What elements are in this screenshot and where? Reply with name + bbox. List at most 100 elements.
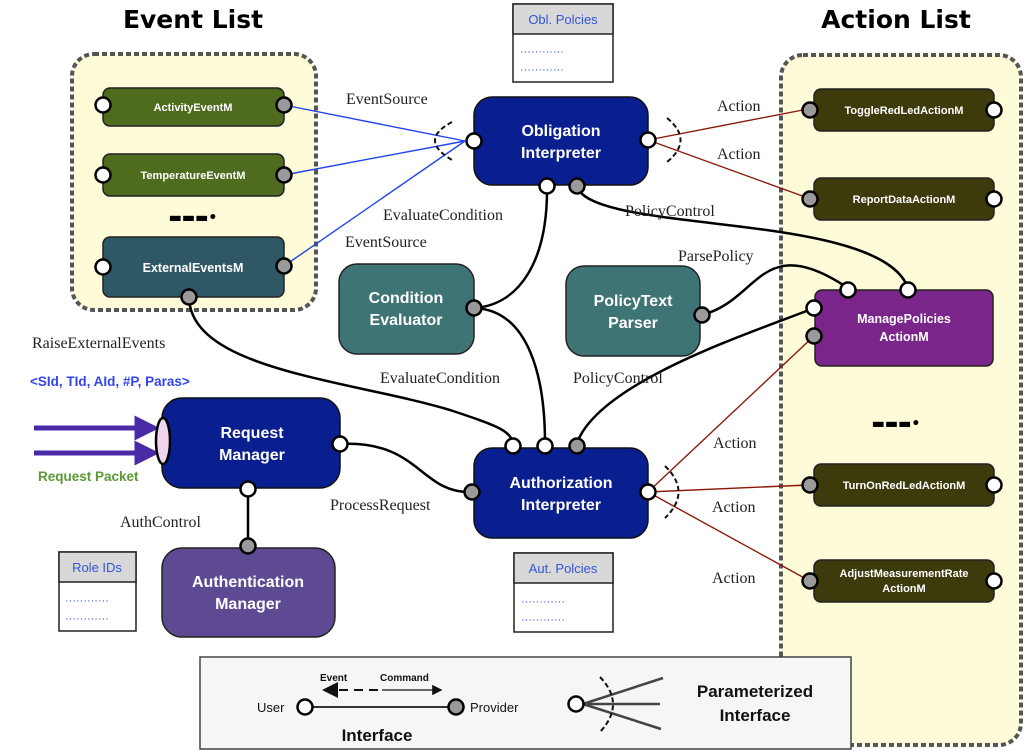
evaluate-condition-port [538,177,556,195]
legend-command-label: Command [380,673,429,684]
label-auth-control: AuthControl [120,514,201,531]
legend-user-label: User [257,700,285,715]
label-policy-control-bottom: PolicyControl [573,370,663,387]
table-row: ············ [521,614,565,626]
legend: Event Command User Provider Interface Pa… [199,656,852,750]
event-module-external[interactable]: ExternalEventsM [94,236,293,306]
table-row: ············ [65,595,109,607]
aut-policies-table: Aut. Polcies ············ ············ [513,552,614,633]
provider-port [805,327,823,345]
action-list-ellipsis: ▬▬▬• [872,416,921,432]
request-packet-format: <SId, TId, AId, #P, Paras> [30,374,190,389]
label-policy-control-top: PolicyControl [625,203,715,220]
event-source-port [465,132,483,150]
action-module-label-line1: ManagePolicies [857,312,951,326]
event-module-label: ExternalEventsM [143,261,244,275]
provider-port [801,101,819,119]
component-label-line2: Evaluator [370,312,443,329]
action-port [639,131,657,149]
action-module-label-line1: AdjustMeasurementRate [840,568,969,580]
parse-policy-port [693,306,711,324]
action-module-toggle-red-led[interactable]: ToggleRedLedActionM [801,88,1003,132]
component-label-line2: Interpreter [521,497,601,514]
provider-port [275,166,293,184]
evaluate-condition-port [536,437,554,455]
legend-parameterized-line1: Parameterized [697,682,813,701]
event-list-title: Event List [123,5,263,34]
event-module-activity[interactable]: ActivityEventM [94,87,293,127]
component-label-line2: Parser [608,315,658,332]
label-action-2: Action [717,146,761,163]
raise-external-events-port [504,437,522,455]
component-label-line1: Authorization [509,475,612,492]
action-port [639,483,657,501]
label-process-request: ProcessRequest [330,497,431,514]
label-parse-policy: ParsePolicy [678,248,754,265]
obligation-in-param-arc [434,121,453,161]
action-module-label: ToggleRedLedActionM [845,105,964,117]
action-module-label: ReportDataActionM [853,194,956,206]
legend-user-port [296,698,314,716]
legend-parameterized-line2: Interface [720,706,791,725]
authorization-interpreter[interactable]: Authorization Interpreter [463,437,657,539]
authentication-manager[interactable]: Authentication Manager [161,537,336,638]
table-row: ············ [520,46,564,58]
label-action-1: Action [717,98,761,115]
action-module-report-data[interactable]: ReportDataActionM [801,177,1003,221]
table-header: Aut. Polcies [529,561,598,576]
provider-port [275,257,293,275]
raise-external-events-port [180,288,198,306]
auth-control-port [239,537,257,555]
user-port [985,476,1003,494]
table-row: ············ [65,613,109,625]
auth-control-port [239,480,257,498]
table-row: ············ [520,64,564,76]
provider-port [801,190,819,208]
component-label-line1: Authentication [192,574,304,591]
label-evaluate-condition-bottom: EvaluateCondition [380,370,500,387]
label-evaluate-condition-top: EvaluateCondition [383,207,503,224]
table-header: Role IDs [72,560,122,575]
obligation-out-param-arc [666,117,682,163]
action-list-container [779,53,1023,747]
action-list-title: Action List [821,5,971,34]
condition-evaluator[interactable]: Condition Evaluator [338,263,483,355]
policy-control-port-authorization [805,299,823,317]
component-label-line1: Obligation [521,123,600,140]
evaluate-condition-port [465,299,483,317]
legend-param-line-top [582,676,664,706]
legend-provider-label: Provider [470,700,519,715]
process-request-port [331,435,349,453]
user-port [985,101,1003,119]
policy-control-port [568,177,586,195]
label-event-source-bottom: EventSource [345,234,427,251]
component-label-line1: PolicyText [594,293,674,310]
provider-port [275,96,293,114]
action-module-label-line2: ActionM [882,583,925,595]
event-module-temperature[interactable]: TemperatureEventM [94,153,293,197]
request-packet-label: Request Packet [38,469,139,484]
control-wires [187,185,910,546]
legend-param-line-bottom [582,702,662,731]
obligation-interpreter[interactable]: Obligation Interpreter [465,96,657,195]
action-module-turn-on-red-led[interactable]: TurnOnRedLedActionM [801,463,1003,507]
event-module-label: TemperatureEventM [141,170,246,182]
event-list-ellipsis: ▬▬▬• [169,210,218,226]
action-module-adjust-measurement-rate[interactable]: AdjustMeasurementRate ActionM [801,559,1003,603]
event-module-label: ActivityEventM [154,102,233,114]
provider-port [801,476,819,494]
event-source-wires [283,104,466,267]
obl-policies-table: Obl. Polcies ············ ············ [512,3,614,83]
action-module-manage-policies[interactable]: ManagePolicies ActionM [805,281,994,367]
policy-text-parser[interactable]: PolicyText Parser [565,265,711,357]
legend-provider-port [447,698,465,716]
user-port [985,190,1003,208]
user-port [94,258,112,276]
user-port [94,166,112,184]
role-ids-table: Role IDs ············ ············ [58,551,137,632]
request-manager[interactable]: Request Manager [154,397,349,498]
label-action-4: Action [712,499,756,516]
label-action-5: Action [712,570,756,587]
component-label-line2: Interpreter [521,145,601,162]
action-module-label-line2: ActionM [879,330,928,344]
